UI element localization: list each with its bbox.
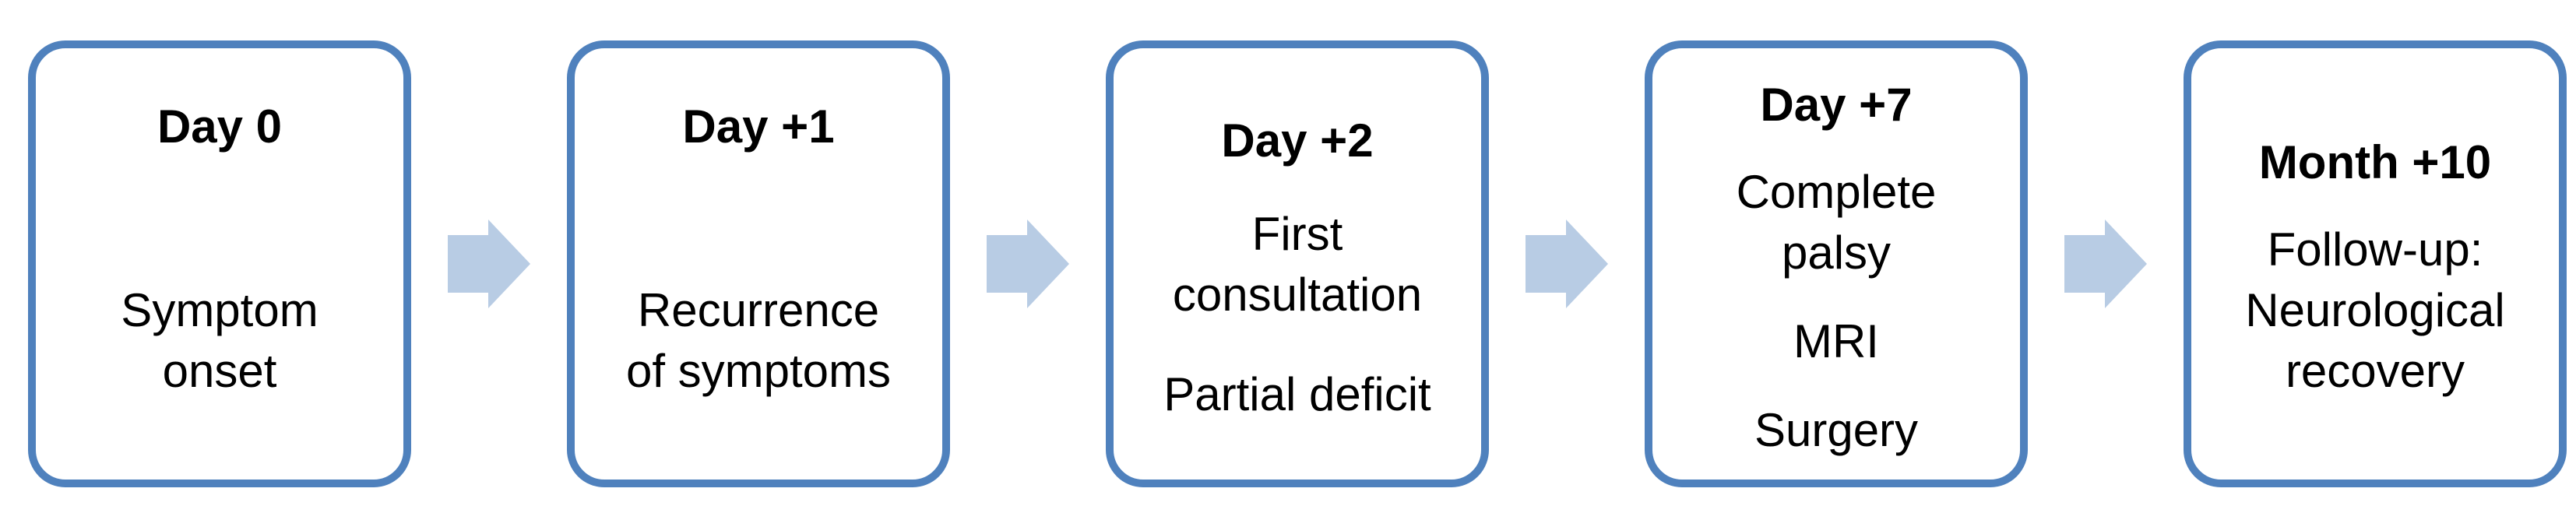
- right-block-arrow-shape: [2064, 219, 2147, 308]
- arrow-gap: [1489, 219, 1645, 308]
- step-title: Day +7: [1760, 78, 1913, 131]
- timeline-step-card-day-plus-1: Day +1 Recurrence of symptoms: [567, 40, 950, 487]
- step-title: Month +10: [2258, 135, 2492, 188]
- right-block-arrow-icon: [2064, 219, 2147, 308]
- step-text: First consultation: [1172, 207, 1423, 321]
- step-text: Symptom onset: [121, 283, 318, 397]
- timeline-step-card-day-plus-7: Day +7 Complete palsy MRI Surgery: [1645, 40, 2028, 487]
- timeline-step-card-day-0: Day 0 Symptom onset: [28, 40, 411, 487]
- step-title: Day +2: [1221, 114, 1374, 167]
- right-block-arrow-icon: [1526, 219, 1608, 308]
- timeline-step-card-day-plus-2: Day +2 First consultation Partial defici…: [1106, 40, 1489, 487]
- timeline-row: Day 0 Symptom onset Day +1 Recurrence of…: [28, 40, 2567, 487]
- right-block-arrow-shape: [987, 219, 1069, 308]
- arrow-gap: [950, 219, 1106, 308]
- step-title: Day 0: [157, 100, 283, 153]
- step-text: MRI: [1793, 314, 1879, 367]
- timeline-step-card-month-plus-10: Month +10 Follow-up: Neurological recove…: [2184, 40, 2567, 487]
- step-text: Surgery: [1754, 403, 1919, 456]
- arrow-gap: [411, 219, 567, 308]
- right-block-arrow-shape: [1526, 219, 1608, 308]
- right-block-arrow-icon: [448, 219, 530, 308]
- right-block-arrow-icon: [987, 219, 1069, 308]
- step-text: Follow-up: Neurological recovery: [2245, 223, 2505, 397]
- step-text: Complete palsy: [1736, 165, 1937, 279]
- step-title: Day +1: [682, 100, 835, 153]
- step-text: Recurrence of symptoms: [625, 283, 892, 397]
- arrow-gap: [2028, 219, 2184, 308]
- step-text: Partial deficit: [1163, 367, 1431, 420]
- right-block-arrow-shape: [448, 219, 530, 308]
